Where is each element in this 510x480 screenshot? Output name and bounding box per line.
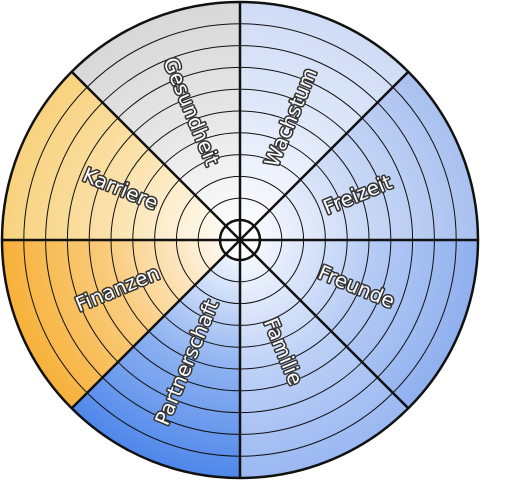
spoke-8 [70, 70, 241, 241]
hub-spoke-2 [239, 224, 256, 241]
spoke-2 [239, 70, 410, 241]
hub-spoke-6 [224, 239, 241, 256]
center-hub-layer [218, 218, 262, 262]
hub-spoke-4 [239, 239, 256, 256]
hub-spoke-8 [224, 224, 241, 241]
spoke-4 [239, 239, 410, 410]
spokes-layer [2, 2, 478, 478]
spoke-6 [70, 239, 241, 410]
